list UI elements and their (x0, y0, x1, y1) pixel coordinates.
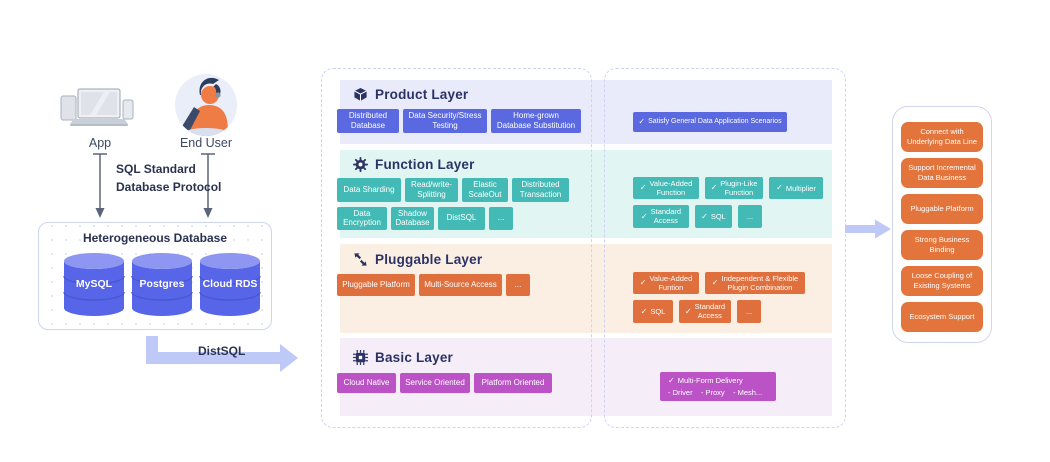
feature-more: ... (506, 274, 530, 296)
benefit-independent-flexible-plugin: Independent & Flexible Plugin Combinatio… (705, 272, 805, 295)
benefit-standard-access: Standard Access (633, 205, 689, 228)
database-label: Postgres (139, 278, 185, 290)
check-icon (641, 212, 648, 222)
benefit-value-added-funtion: Value-Added Funtion (633, 272, 699, 295)
check-icon (638, 117, 645, 127)
feature-read-write-splitting: Read/write- Splitting (405, 178, 458, 202)
value-connect-underlying-data-line: Connect with Underlying Data Line (901, 122, 983, 152)
database-label: MySQL (75, 278, 113, 290)
feature-data-encryption: Data Encryption (337, 206, 387, 230)
function-layer-title: Function Layer (375, 157, 475, 172)
pluggable-layer-title: Pluggable Layer (375, 252, 483, 267)
value-strong-business-binding: Strong Business Binding (901, 230, 983, 260)
check-icon (685, 307, 692, 317)
check-icon (641, 307, 648, 317)
product-layer-band: Product Layer Distributed Database Data … (337, 80, 832, 144)
feature-shadow-database: Shadow Database (391, 206, 434, 230)
end-user-label: End User (179, 136, 233, 150)
value-support-incremental-data-business: Support Incremental Data Business (901, 158, 983, 188)
check-icon (712, 278, 719, 288)
feature-distributed-database: Distributed Database (337, 109, 399, 133)
check-icon (776, 183, 783, 193)
protocol-label: SQL Standard Database Protocol (116, 162, 222, 194)
feature-pluggable-platform: Pluggable Platform (337, 274, 415, 296)
basic-features: Cloud Native Service Oriented Platform O… (337, 373, 581, 393)
database-cylinder-mysql: MySQL (63, 252, 125, 318)
database-cylinder-cloud-rds: Cloud RDS (199, 252, 261, 318)
distsql-arrow (140, 330, 302, 385)
value-pluggable-platform: Pluggable Platform (901, 194, 983, 224)
protocol-arrows (85, 152, 225, 227)
feature-multi-source-access: Multi-Source Access (419, 274, 502, 296)
check-icon (701, 212, 708, 222)
basic-layer-title: Basic Layer (375, 350, 453, 365)
benefit-more: ... (737, 300, 761, 323)
gear-icon (353, 157, 368, 172)
pluggable-benefits: Value-Added Funtion Independent & Flexib… (633, 272, 837, 323)
feature-distributed-transaction: Distributed Transaction (512, 178, 569, 202)
check-icon (640, 183, 647, 193)
benefit-plugin-like-function: Plugin-Like Function (705, 177, 763, 200)
app-devices-icon (60, 88, 140, 139)
feature-data-security-stress-testing: Data Security/Stress Testing (403, 109, 487, 133)
chip-icon (353, 350, 368, 365)
heterogeneous-database-box: Heterogeneous Database MySQL Postgres (38, 222, 272, 330)
value-loose-coupling-existing-systems: Loose Coupling of Existing Systems (901, 266, 983, 296)
basic-layer-band: Basic Layer Cloud Native Service Oriente… (337, 338, 832, 416)
pluggable-layer-band: Pluggable Layer Pluggable Platform Multi… (337, 244, 832, 333)
database-cylinder-postgres: Postgres (131, 252, 193, 318)
function-layer-header: Function Layer (353, 157, 475, 172)
benefit-multi-form-delivery: Multi-Form Delivery - Driver - Proxy - M… (660, 372, 776, 401)
basic-layer-header: Basic Layer (353, 350, 453, 365)
benefit-more: ... (738, 205, 762, 228)
distsql-label: DistSQL (198, 344, 246, 358)
delivery-modes: - Driver - Proxy - Mesh... (668, 387, 763, 397)
benefit-value-added-function: Value-Added Function (633, 177, 699, 200)
feature-distsql: DistSQL (438, 206, 485, 230)
check-icon (711, 183, 718, 193)
function-layer-band: Function Layer Data Sharding Read/write-… (337, 150, 832, 238)
feature-data-sharding: Data Sharding (337, 178, 401, 202)
function-benefits: Value-Added Function Plugin-Like Functio… (633, 177, 837, 228)
value-ecosystem-support: Ecosystem Support (901, 302, 983, 332)
app-label: App (88, 136, 112, 150)
product-benefits: Satisfy General Data Application Scenari… (633, 112, 837, 132)
benefit-satisfy-scenarios: Satisfy General Data Application Scenari… (633, 112, 787, 132)
benefit-standard-access: Standard Access (679, 300, 731, 323)
database-label: Cloud RDS (202, 278, 258, 290)
benefit-multiplier: Multiplier (769, 177, 823, 200)
feature-elastic-scaleout: Elastic ScaleOut (462, 178, 508, 202)
product-layer-header: Product Layer (353, 87, 468, 102)
feature-more: ... (489, 206, 513, 230)
benefit-sql: SQL (695, 205, 732, 228)
check-icon (668, 376, 675, 386)
heterogeneous-database-title: Heterogeneous Database (82, 231, 228, 245)
pluggable-features: Pluggable Platform Multi-Source Access .… (337, 274, 581, 296)
value-summary-panel: Connect with Underlying Data Line Suppor… (892, 106, 992, 343)
right-arrow (845, 219, 893, 244)
benefit-sql: SQL (633, 300, 673, 323)
cube-icon (353, 87, 368, 102)
product-features: Distributed Database Data Security/Stres… (337, 109, 581, 133)
check-icon (640, 278, 647, 288)
feature-service-oriented: Service Oriented (400, 373, 470, 393)
feature-home-grown-substitution: Home-grown Database Substitution (491, 109, 581, 133)
pluggable-layer-header: Pluggable Layer (353, 252, 482, 267)
product-layer-title: Product Layer (375, 87, 469, 102)
function-features: Data Sharding Read/write- Splitting Elas… (337, 178, 581, 230)
plug-icon (353, 252, 368, 267)
feature-platform-oriented: Platform Oriented (474, 373, 552, 393)
feature-cloud-native: Cloud Native (337, 373, 396, 393)
end-user-icon (175, 74, 237, 136)
basic-benefits: Multi-Form Delivery - Driver - Proxy - M… (633, 372, 837, 401)
